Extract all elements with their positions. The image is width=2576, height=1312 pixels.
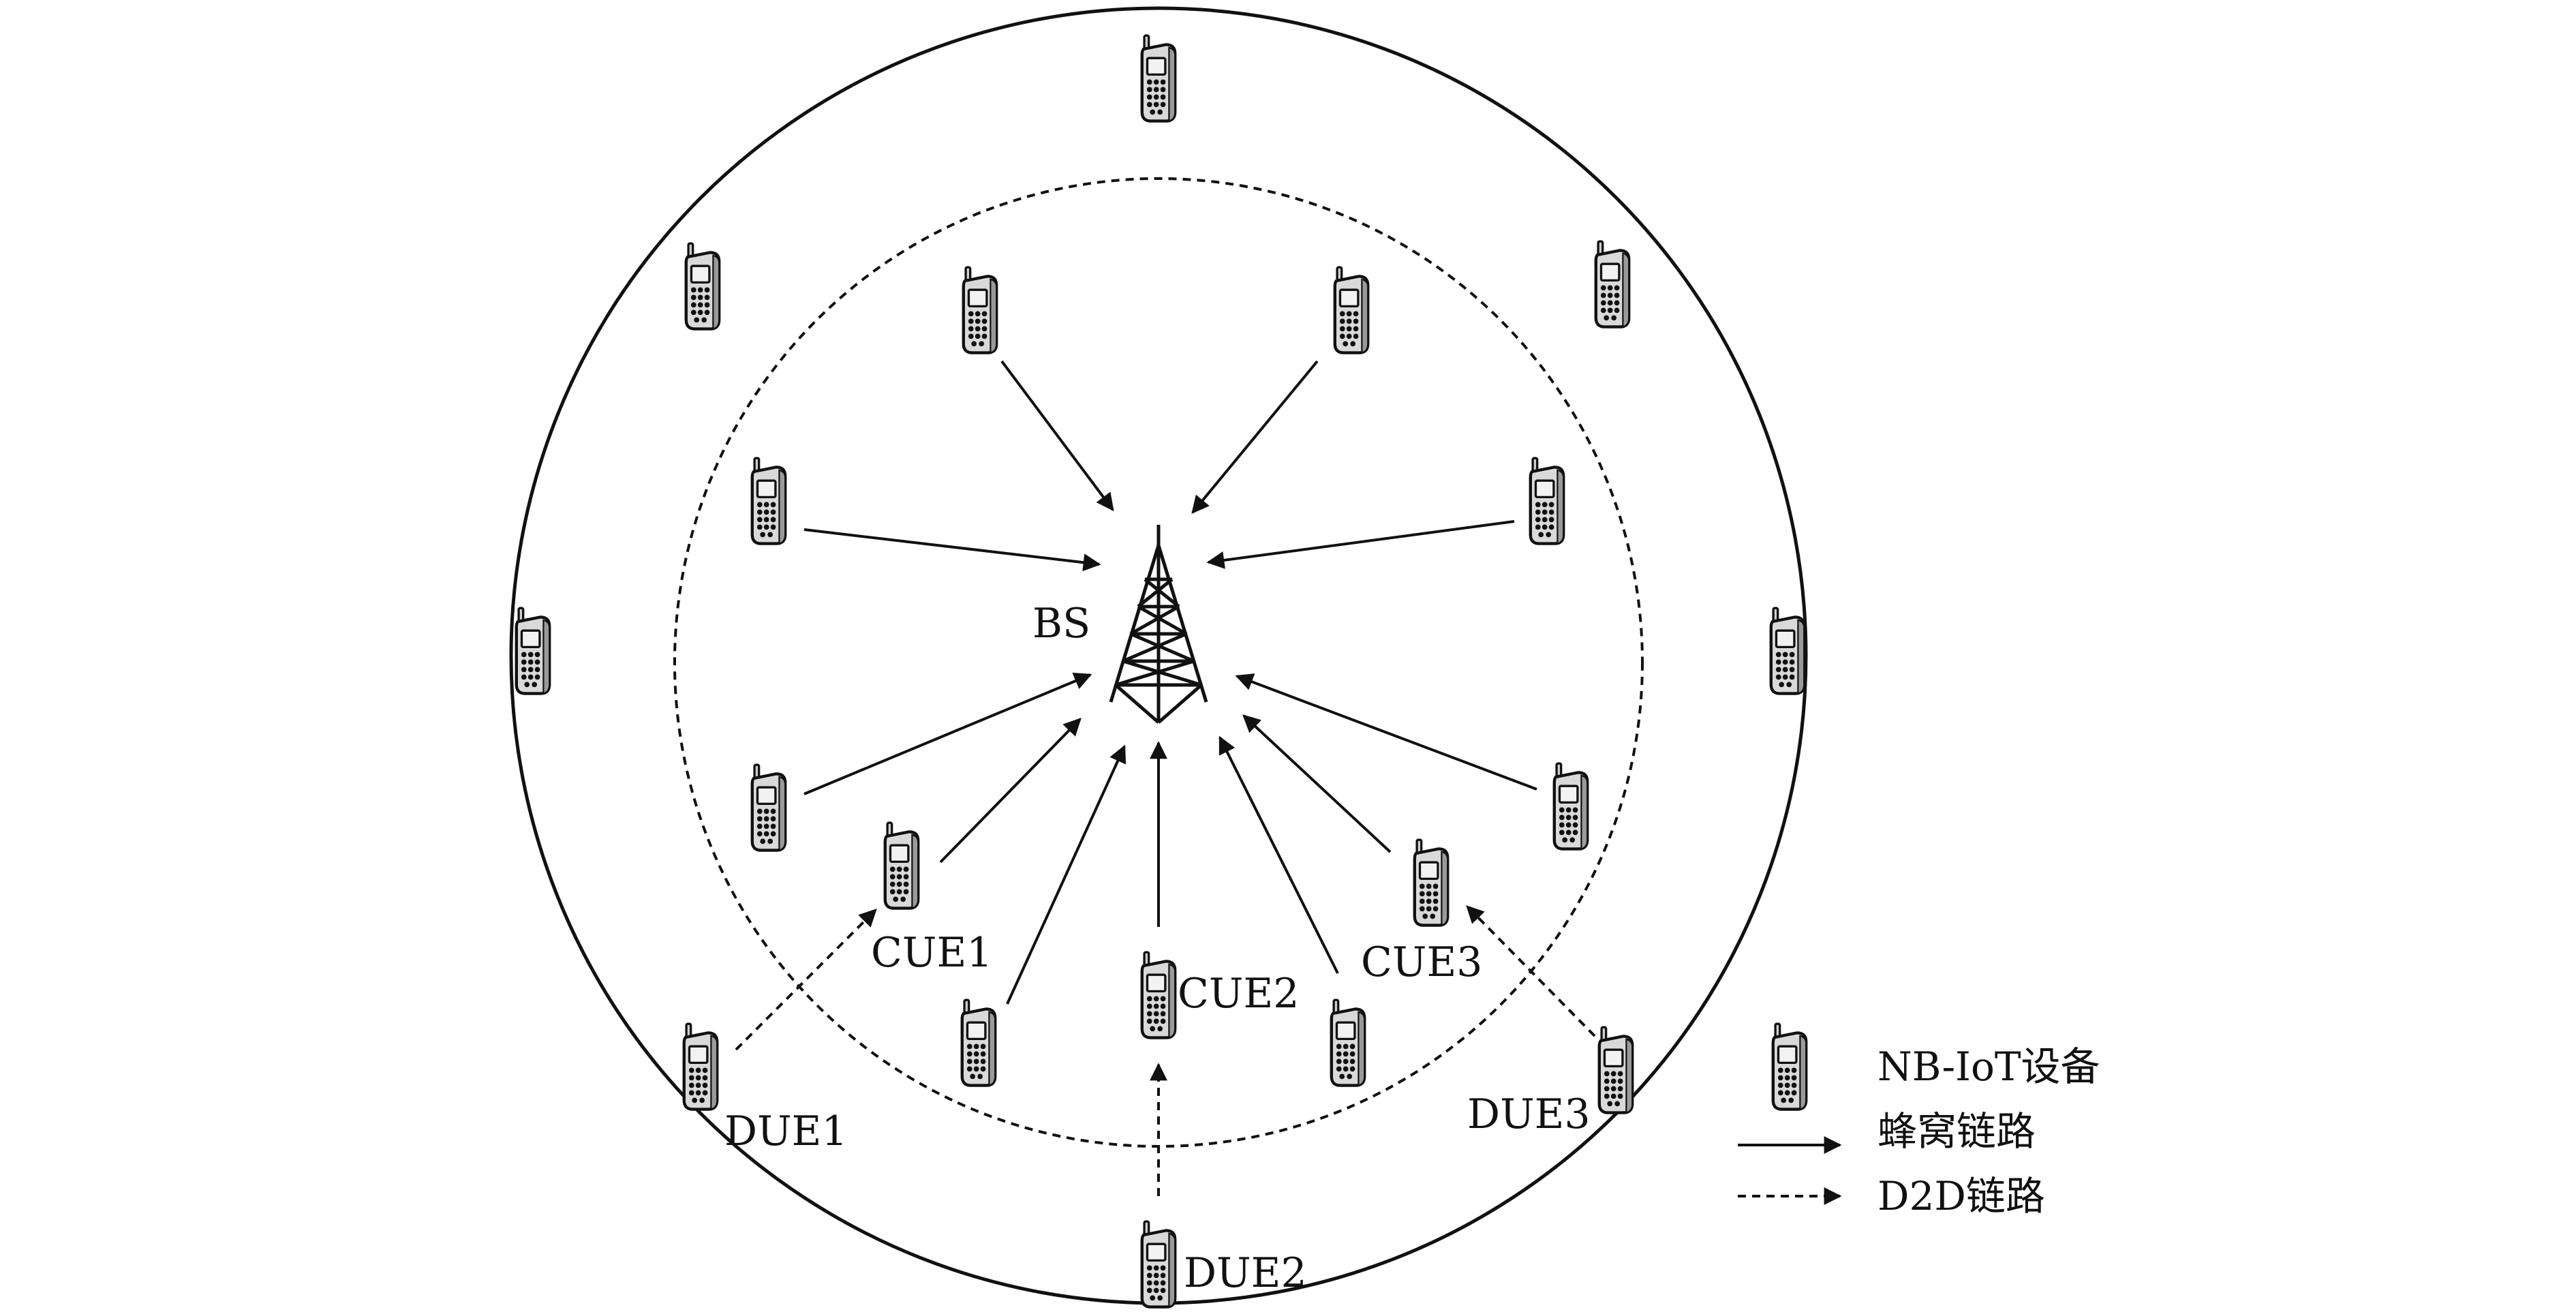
mobile-phone-icon — [1554, 763, 1587, 849]
cue2-label: CUE2 — [1178, 970, 1299, 1018]
mobile-phone-icon — [1771, 608, 1804, 693]
due2-phone-icon — [1142, 1221, 1175, 1307]
cellular-link — [1006, 744, 1126, 1005]
due1-phone-icon — [684, 1024, 717, 1109]
legend-mobile-phone-icon — [1773, 1024, 1806, 1109]
legend-device-label: NB-IoT设备 — [1877, 1043, 2100, 1090]
mobile-phone-icon — [517, 608, 549, 693]
cellular-link — [939, 718, 1082, 864]
cellular-link — [803, 673, 1092, 795]
due3-phone-icon — [1599, 1027, 1632, 1112]
cue3-label: CUE3 — [1361, 939, 1482, 986]
d2d-link-due1-cue1 — [735, 909, 877, 1051]
due2-label: DUE2 — [1184, 1249, 1307, 1297]
mobile-phone-icon — [962, 1000, 995, 1085]
mobile-phone-icon — [1531, 458, 1563, 543]
base-station-tower-icon — [1109, 525, 1208, 724]
cellular-link — [803, 528, 1101, 572]
cellular-link — [1191, 360, 1319, 515]
cue2-phone-icon — [1142, 952, 1175, 1037]
legend-d2d-label: D2D链路 — [1877, 1173, 2045, 1219]
mobile-phone-icon — [1332, 1000, 1364, 1085]
cue1-label: CUE1 — [871, 929, 992, 977]
due3-label: DUE3 — [1467, 1090, 1591, 1138]
cellular-link — [1000, 360, 1114, 512]
d2d-link-due3-cue3 — [1466, 905, 1596, 1037]
cellular-links — [803, 360, 1537, 1005]
mobile-phone-icon — [752, 765, 785, 850]
cellular-link — [1235, 673, 1537, 791]
mobile-phone-icon — [752, 458, 785, 543]
legend: NB-IoT设备 蜂窝链路 D2D链路 — [1738, 1024, 2100, 1219]
mobile-phone-icon — [964, 267, 996, 352]
cellular-link — [1218, 735, 1339, 974]
mobile-phone-icon — [686, 243, 719, 329]
bs-label: BS — [1032, 600, 1090, 647]
mobile-phone-icon — [1596, 241, 1629, 326]
d2d-links — [735, 905, 1596, 1196]
legend-cellular-label: 蜂窝链路 — [1877, 1108, 2036, 1155]
cellular-link — [1242, 714, 1392, 853]
cue3-phone-icon — [1415, 840, 1447, 925]
mobile-phone-icon — [1335, 267, 1368, 352]
cue1-phone-icon — [885, 823, 918, 908]
cellular-link — [1206, 520, 1515, 569]
due1-label: DUE1 — [724, 1108, 848, 1155]
mobile-phone-icon — [1142, 35, 1175, 121]
